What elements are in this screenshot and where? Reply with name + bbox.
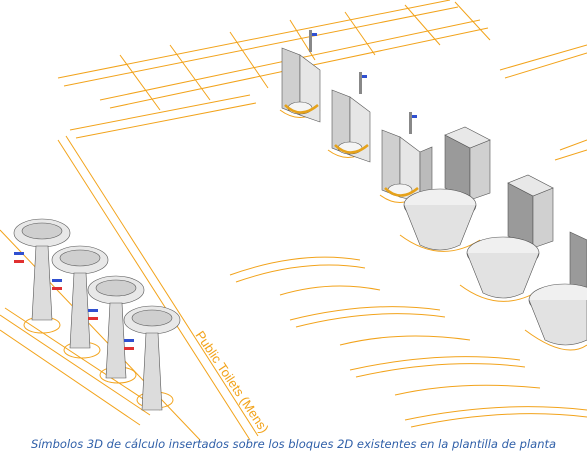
room-label: Public Toilets (Mens) (193, 328, 272, 436)
washbasin-symbol (51, 245, 109, 349)
urinal-symbol (381, 112, 433, 203)
toilet-symbol (528, 231, 587, 346)
washbasin-symbol (13, 218, 71, 321)
toilet-fixtures-3d (403, 126, 587, 346)
toilet-symbol (466, 174, 554, 299)
figure-caption: Símbolos 3D de cálculo insertados sobre … (30, 437, 557, 451)
toilet-symbol (403, 126, 491, 251)
urinal-symbol (331, 72, 371, 163)
washbasin-symbol (87, 275, 145, 379)
urinal-symbol (281, 30, 321, 123)
washbasin-symbol (123, 305, 181, 411)
washbasin-fixtures-3d (13, 218, 181, 411)
floor-plan-2d (0, 0, 587, 441)
urinal-fixtures-3d (281, 30, 433, 203)
